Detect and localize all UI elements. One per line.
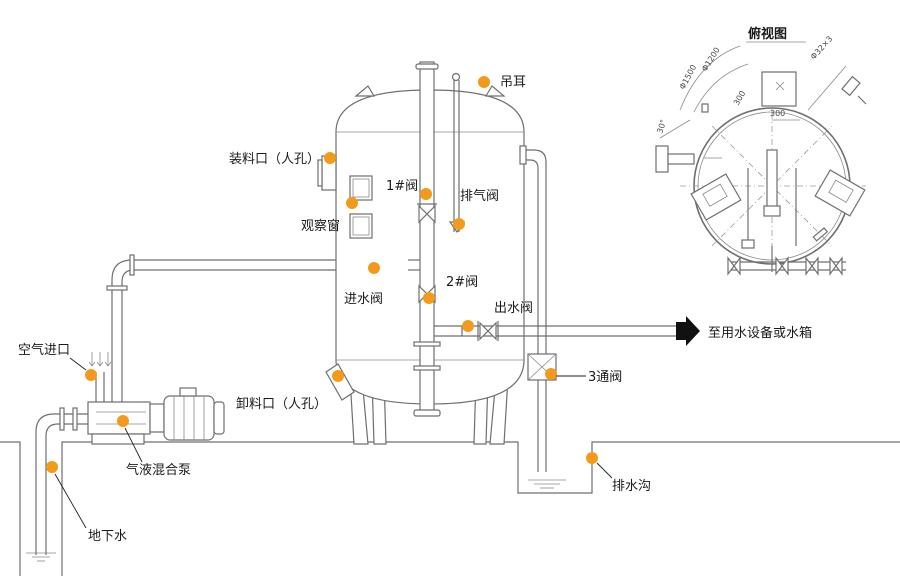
dim-30-degree: 30°: [655, 118, 668, 134]
dim-300-lower: 300: [770, 109, 785, 118]
label-sight-window: 观察窗: [301, 218, 340, 234]
marker-sight-window: [346, 197, 358, 209]
marker-pump: [117, 415, 129, 427]
gas-liquid-pump: [87, 352, 225, 445]
dim-phi-32x3: Φ32×3: [809, 34, 835, 61]
dim-phi-1200: Φ1200: [700, 46, 722, 73]
marker-outlet-valve: [462, 320, 474, 332]
dim-phi-1500: Φ1500: [678, 63, 698, 91]
marker-air-inlet: [85, 369, 97, 381]
marker-unloading-port: [332, 370, 344, 382]
marker-three-way-valve: [545, 368, 557, 380]
filter-tank: [317, 61, 525, 445]
label-gas-liquid-pump: 气液混合泵: [126, 462, 191, 478]
label-valve-1: 1#阀: [386, 179, 418, 194]
label-drain-ditch: 排水沟: [612, 479, 651, 494]
label-inlet-valve: 进水阀: [344, 292, 383, 307]
labels: 吊耳 装料口（人孔） 观察窗 1#阀 排气阀 进水阀 2#阀 出水阀 至用水设备…: [18, 75, 812, 544]
label-groundwater: 地下水: [88, 529, 127, 544]
marker-inlet-valve: [368, 262, 380, 274]
top-view-labels: 俯视图 Φ1500 Φ1200 Φ32×3 300 300 30°: [655, 26, 834, 135]
label-vent-valve: 排气阀: [460, 188, 499, 204]
label-valve-2: 2#阀: [446, 275, 478, 290]
outlet-pipe: [434, 316, 700, 346]
suction-pipe: [35, 407, 92, 555]
marker-groundwater: [46, 461, 58, 473]
marker-vent-valve: [453, 218, 465, 230]
label-three-way-valve: 3通阀: [588, 370, 622, 385]
leader-lines: [54, 357, 613, 529]
top-view-title: 俯视图: [748, 26, 787, 42]
dim-300-upper: 300: [732, 89, 747, 107]
marker-loading-port: [324, 152, 336, 164]
label-to-equipment: 至用水设备或水箱: [708, 325, 812, 341]
marker-valve-1: [420, 188, 432, 200]
label-air-inlet: 空气进口: [18, 342, 70, 358]
top-view: [655, 45, 867, 276]
marker-drain-ditch: [586, 452, 598, 464]
marker-lifting-lug: [478, 76, 490, 88]
markers: [46, 76, 598, 473]
marker-valve-2: [423, 292, 435, 304]
label-lifting-lug: 吊耳: [500, 75, 526, 90]
label-loading-port: 装料口（人孔）: [229, 152, 320, 167]
label-outlet-valve: 出水阀: [494, 301, 533, 316]
ground-profile: [0, 441, 900, 576]
label-unloading-port: 卸料口（人孔）: [236, 396, 327, 412]
